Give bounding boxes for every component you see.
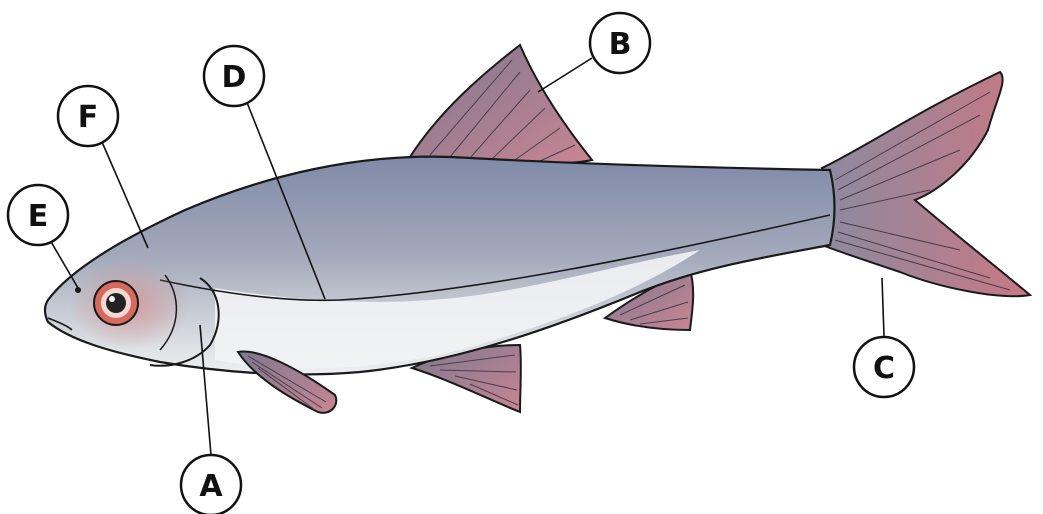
callout-f: F (58, 86, 118, 146)
label-b: B (609, 27, 632, 62)
callout-d: D (204, 46, 264, 106)
leader-line-c (882, 278, 884, 336)
callout-a: A (181, 455, 241, 514)
label-a: A (199, 469, 223, 504)
leader-line-b (538, 58, 592, 92)
dorsal-fin (410, 45, 592, 163)
callout-e: E (8, 185, 68, 245)
eye (94, 281, 138, 325)
callout-b: B (590, 13, 650, 73)
label-e: E (28, 199, 49, 234)
label-f: F (78, 100, 99, 135)
leader-line-e (50, 240, 78, 288)
label-d: D (222, 60, 247, 95)
caudal-fin (822, 72, 1030, 296)
label-c: C (873, 351, 895, 386)
leader-line-f (102, 142, 148, 248)
callout-c: C (854, 337, 914, 397)
